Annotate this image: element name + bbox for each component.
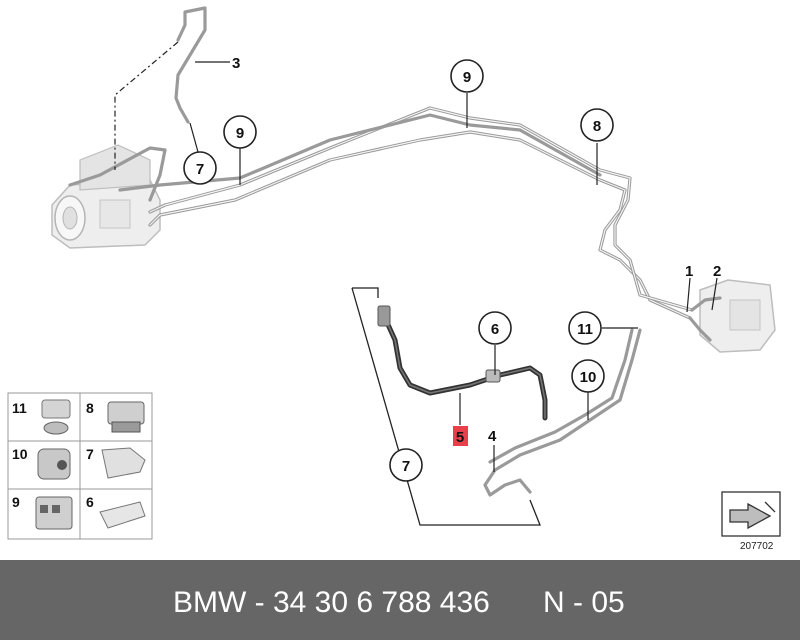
svg-text:8: 8 — [86, 400, 94, 416]
callout-11: 11 — [568, 311, 602, 345]
svg-text:7: 7 — [196, 161, 204, 178]
svg-text:6: 6 — [491, 321, 499, 338]
legend-item-7: 7 — [86, 446, 146, 479]
svg-text:6: 6 — [86, 494, 94, 510]
label-1: 1 — [685, 263, 693, 280]
callout-7-top: 7 — [183, 151, 217, 185]
parts-diagram: 7 9 9 8 6 11 10 7 3 1 2 4 5 — [7, 6, 781, 540]
label-3: 3 — [232, 55, 240, 72]
dsc-control-unit — [699, 279, 776, 353]
reference-arrow-icon — [721, 491, 781, 537]
svg-text:11: 11 — [577, 321, 593, 338]
legend-item-11: 11 — [12, 399, 71, 435]
reference-number: 207702 — [740, 541, 774, 552]
highlighted-part-label: 5 — [453, 426, 468, 446]
callout-8: 8 — [580, 108, 614, 142]
svg-text:9: 9 — [12, 494, 20, 510]
svg-text:11: 11 — [12, 400, 27, 416]
svg-text:9: 9 — [463, 69, 471, 86]
label-4: 4 — [488, 428, 497, 445]
svg-text:10: 10 — [580, 369, 597, 386]
abs-hydraulic-unit — [51, 144, 161, 249]
callout-9-top: 9 — [450, 59, 484, 93]
callout-6: 6 — [478, 311, 512, 345]
brake-lines — [68, 6, 722, 497]
footer-bar: BMW - 34 30 6 788 436 N - 05 — [0, 560, 800, 640]
leader-lines — [189, 61, 718, 472]
legend-item-10: 10 — [12, 446, 71, 480]
svg-text:7: 7 — [402, 458, 410, 475]
part-number-text: BMW - 34 30 6 788 436 — [173, 586, 490, 619]
svg-text:10: 10 — [12, 446, 28, 462]
parts-legend: 11 8 10 7 9 6 — [7, 392, 153, 540]
legend-item-9: 9 — [12, 494, 73, 530]
brake-hose — [377, 305, 548, 421]
label-2: 2 — [713, 263, 721, 280]
callout-7-bottom: 7 — [389, 448, 423, 482]
legend-item-8: 8 — [86, 400, 145, 433]
revision-text: N - 05 — [543, 586, 625, 619]
svg-text:9: 9 — [236, 125, 244, 142]
legend-item-6: 6 — [86, 494, 146, 529]
svg-text:7: 7 — [86, 446, 94, 462]
callout-10: 10 — [571, 359, 605, 393]
callout-9-left: 9 — [223, 115, 257, 149]
svg-text:5: 5 — [456, 429, 464, 446]
assembly-bracket-outline — [351, 287, 541, 526]
svg-text:8: 8 — [593, 118, 601, 135]
